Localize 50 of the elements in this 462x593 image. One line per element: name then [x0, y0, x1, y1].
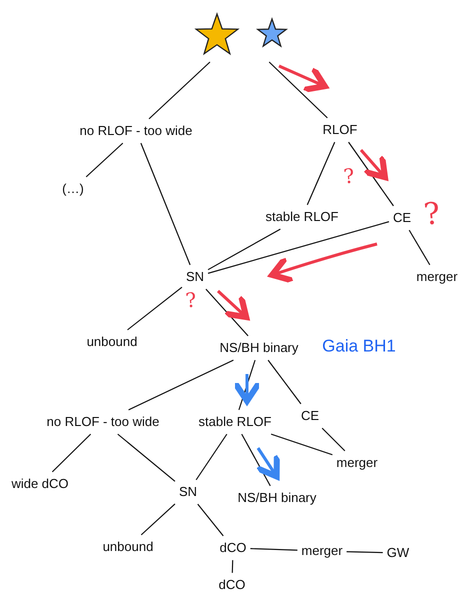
state-label: NS/BH binary — [238, 490, 316, 506]
branch-line — [348, 142, 394, 206]
question-mark: ? — [342, 166, 356, 186]
state-label: no RLOF - too wide — [46, 414, 160, 430]
branch-line — [128, 360, 234, 410]
branch-line — [197, 504, 224, 536]
branch-line — [270, 434, 333, 456]
state-label: dCO — [220, 540, 246, 556]
branch-line — [206, 288, 248, 336]
branch-line — [117, 434, 176, 482]
state-label: CE — [392, 210, 412, 226]
state-label: merger — [301, 542, 343, 560]
branch-line — [196, 434, 228, 480]
branch-line — [408, 230, 430, 266]
stars-drawing — [192, 10, 288, 58]
state-label: merger — [336, 454, 378, 472]
branch-line — [241, 434, 271, 486]
state-label: SN — [178, 484, 198, 500]
branch-line — [250, 548, 298, 551]
question-mark: ? — [184, 290, 198, 310]
state-label: wide dCO — [11, 476, 69, 492]
state-label: GW — [386, 544, 410, 562]
state-label: NS/BH binary — [220, 340, 298, 356]
branch-line — [208, 221, 390, 274]
branch-line — [148, 62, 210, 120]
state-label: unbound — [102, 538, 154, 556]
branch-line — [268, 62, 328, 118]
annotation-label: Gaia BH1 — [322, 338, 396, 354]
state-label: stable RLOF — [266, 208, 338, 226]
state-label: no RLOF - too wide — [80, 122, 192, 140]
state-label: stable RLOF — [198, 414, 272, 430]
state-label: unbound — [86, 334, 138, 350]
state-label: RLOF — [322, 122, 358, 138]
branch-line — [52, 434, 92, 472]
branch-line — [268, 360, 302, 404]
branch-line — [140, 142, 191, 266]
branch-line — [140, 504, 176, 536]
question-mark: ? — [422, 199, 442, 231]
state-label: (…) — [62, 180, 84, 198]
state-label: merger — [416, 268, 458, 286]
state-label: CE — [300, 408, 320, 424]
branch-line — [306, 142, 336, 206]
branch-line — [86, 142, 124, 178]
branch-line — [208, 228, 281, 270]
state-label: SN — [186, 268, 204, 286]
branch-line — [346, 551, 383, 554]
state-label: dCO — [218, 576, 246, 593]
branch-line — [127, 286, 182, 330]
branch-line — [322, 428, 346, 452]
branch-line — [232, 560, 234, 573]
